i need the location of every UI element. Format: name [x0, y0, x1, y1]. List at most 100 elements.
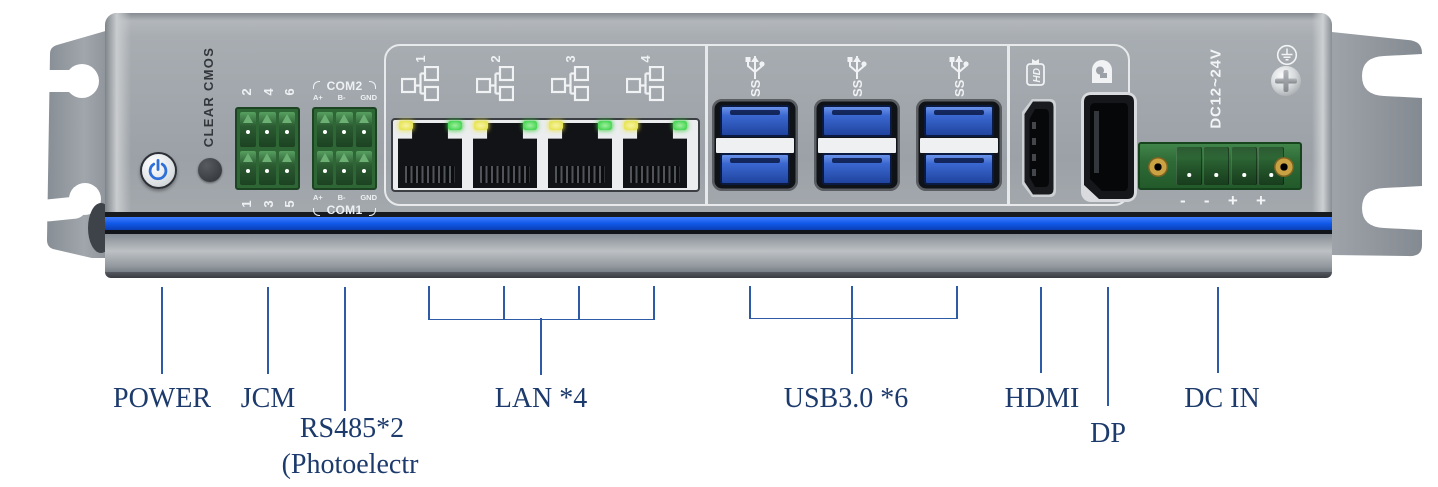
- mounting-bracket-right: [1332, 32, 1422, 257]
- stripe-bottom-edge: [105, 230, 1332, 234]
- leader-line-hdmi: [1040, 287, 1042, 373]
- svg-text:HD: HD: [1032, 68, 1043, 82]
- label-dp: DP: [1090, 418, 1126, 449]
- com2-pin-labels: A+ B- GND: [313, 93, 377, 102]
- chassis-lower-band: [105, 234, 1332, 272]
- terminal-cell: [240, 150, 257, 185]
- label-dcin: DC IN: [1184, 383, 1260, 414]
- bracket-hook: [369, 81, 376, 89]
- leader-drop-lan: [540, 318, 542, 375]
- usb-port-stack-2: [814, 99, 900, 191]
- terminal-cell: [240, 112, 257, 147]
- terminal-screw-hole: [1274, 157, 1294, 177]
- bracket-hook: [313, 208, 320, 216]
- lan-led-yellow: [624, 121, 638, 130]
- mounting-bracket-left: [38, 30, 109, 258]
- hd-display-icon: HD: [1023, 58, 1051, 86]
- leader-tick-lan2: [503, 286, 505, 320]
- label-usb: USB3.0 *6: [783, 383, 909, 414]
- stripe-top-edge: [105, 212, 1332, 217]
- power-button: [140, 152, 177, 189]
- lan-led-green: [598, 121, 612, 130]
- com-terminal-block: [312, 107, 377, 190]
- usb-port-stack-3: [916, 99, 1002, 191]
- label-lan: LAN *4: [494, 383, 588, 414]
- lan-led-yellow: [474, 121, 488, 130]
- lan-led-green: [523, 121, 537, 130]
- label-rs485: RS485*2: [299, 413, 405, 444]
- usb3-superspeed-icon: SS: [834, 51, 880, 97]
- jcm-pin-number: 3: [261, 200, 276, 208]
- clear-cmos-button: [198, 158, 222, 182]
- usb-stack-divider: [716, 137, 794, 153]
- chassis-bottom-rim: [105, 272, 1332, 278]
- terminal-cell: [355, 112, 372, 147]
- com1-label: COM1: [326, 203, 363, 217]
- lan-led-yellow: [549, 121, 563, 130]
- leader-drop-usb: [851, 317, 853, 374]
- jcm-terminal-block: [235, 107, 300, 190]
- usb-port-stack-1: [712, 99, 798, 191]
- leader-tick-usb2: [851, 286, 853, 319]
- label-hdmi: HDMI: [1004, 383, 1080, 414]
- leader-bracket-usb: [749, 317, 957, 320]
- terminal-cell: [336, 112, 353, 147]
- lan-port-number: 3: [563, 55, 578, 63]
- lan-led-yellow: [399, 121, 413, 130]
- label-jcm: JCM: [240, 383, 296, 414]
- network-nodes-icon: [476, 66, 514, 102]
- earth-ground-icon: [1276, 44, 1298, 66]
- dc-rating-label: DC12~24V: [1207, 48, 1225, 129]
- leader-line-jcm: [267, 287, 269, 374]
- com2-label: COM2: [326, 79, 363, 93]
- svg-text:SS: SS: [952, 79, 967, 97]
- usb-stack-divider: [920, 137, 998, 153]
- lan-port-number: 2: [488, 55, 503, 63]
- section-divider-lan-usb: [705, 46, 708, 204]
- power-symbol-icon: [148, 159, 168, 181]
- network-nodes-icon: [551, 66, 589, 102]
- terminal-cell: [317, 112, 334, 147]
- network-nodes-icon: [626, 66, 664, 102]
- terminal-cell: [278, 112, 295, 147]
- usb3-superspeed-icon: SS: [936, 51, 982, 97]
- hdmi-port: [1022, 99, 1056, 197]
- usb3-superspeed-icon: SS: [732, 51, 778, 97]
- section-divider-usb-video: [1007, 46, 1010, 204]
- network-nodes-icon: [401, 66, 439, 102]
- lan-led-green: [673, 121, 687, 130]
- label-power: POWER: [113, 383, 211, 414]
- terminal-cell: [278, 150, 295, 185]
- jcm-pin-number: 4: [261, 88, 276, 96]
- leader-line-rs485: [344, 287, 346, 411]
- leader-tick-usb3: [956, 286, 958, 319]
- terminal-cell: [259, 150, 276, 185]
- accent-stripe: [105, 217, 1332, 230]
- terminal-cell: [259, 112, 276, 147]
- leader-tick-lan4: [653, 286, 655, 320]
- usb-port: [720, 105, 790, 137]
- leader-tick-lan3: [578, 286, 580, 320]
- jcm-pin-number: 2: [239, 88, 254, 96]
- com1-pin-labels: A+ B- GND: [313, 193, 377, 202]
- lan-port-number: 1: [413, 55, 428, 63]
- leader-line-power: [161, 287, 163, 374]
- jcm-pin-number: 1: [239, 200, 254, 208]
- usb-port: [924, 153, 994, 185]
- dc-power-terminal: [1138, 142, 1302, 190]
- clear-cmos-label: CLEAR CMOS: [201, 46, 216, 148]
- bracket-hook: [313, 81, 320, 89]
- usb-port: [924, 105, 994, 137]
- dp-port: [1081, 92, 1137, 202]
- svg-text:SS: SS: [850, 79, 865, 97]
- dc-pin: [1231, 147, 1257, 185]
- lan-led-green: [448, 121, 462, 130]
- grounding-screw: [1271, 66, 1301, 96]
- usb-port: [822, 105, 892, 137]
- leader-line-dcin: [1217, 287, 1219, 373]
- usb-stack-divider: [818, 137, 896, 153]
- dc-pin: [1203, 147, 1229, 185]
- leader-tick-usb1: [749, 286, 751, 319]
- jcm-pin-number: 6: [282, 88, 297, 96]
